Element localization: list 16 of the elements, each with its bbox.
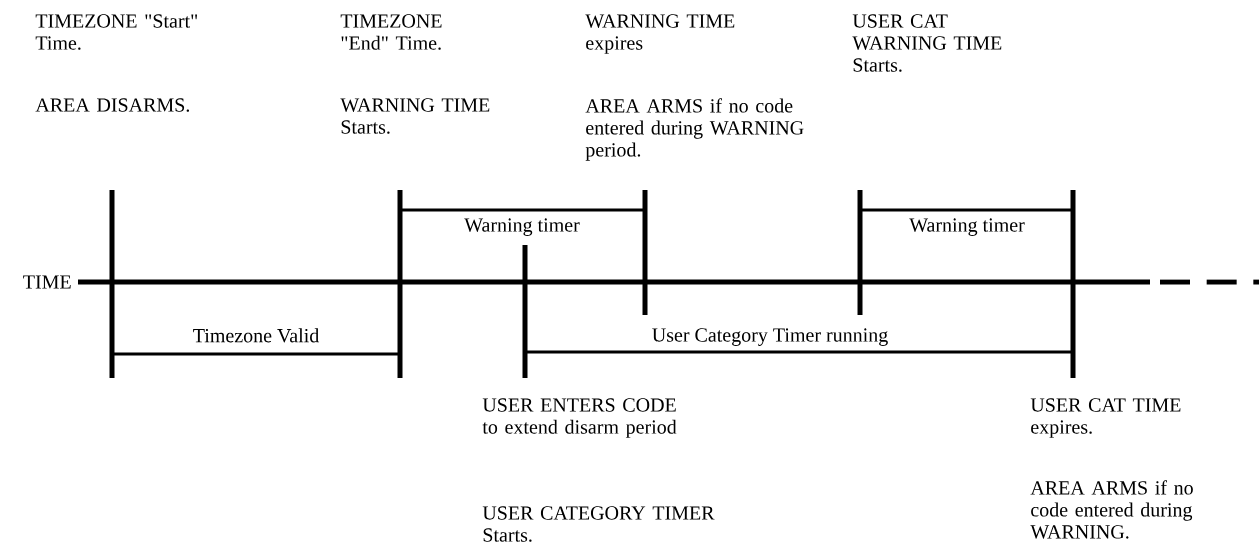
event-note: WARNING TIME Starts. [340,98,490,134]
timer-label: User Category Timer running [652,328,888,346]
event-note: USER CAT TIME expires. [1030,398,1181,438]
timer-label: Warning timer [909,218,1025,236]
event-note: AREA DISARMS. [35,98,189,112]
event-note: WARNING TIME expires [585,14,735,54]
event-note: TIMEZONE "Start" Time. [35,14,198,50]
event-note: AREA ARMS if no code entered during WARNING. [1030,480,1193,539]
axis-label: TIME [23,275,71,289]
event-note: AREA ARMS if no code entered during WARNING period. [585,98,804,161]
event-note: USER ENTERS CODE to extend disarm period [482,398,677,438]
event-note: USER CATEGORY TIMER Starts. [482,506,715,542]
event-note: TIMEZONE "End" Time. [340,14,442,50]
event-note: USER CAT WARNING TIME Starts. [852,14,1002,72]
timer-label: Timezone Valid [193,328,320,343]
timer-label: Warning timer [464,218,580,236]
